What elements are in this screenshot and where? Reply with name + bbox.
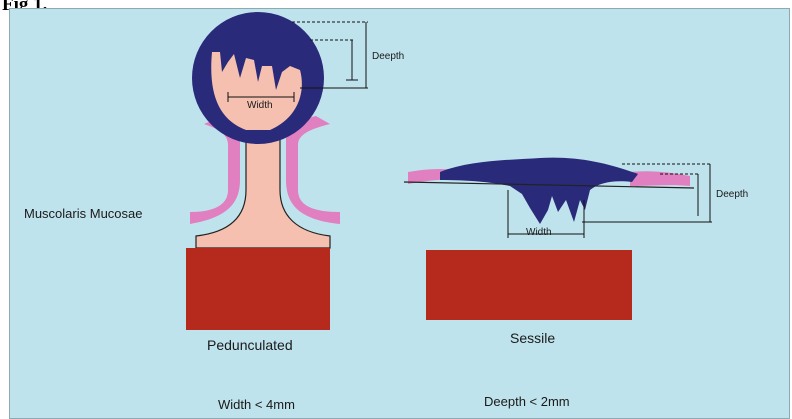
label-muscolaris-mucosae: Muscolaris Mucosae [24,206,143,221]
sessile-tumor [440,158,638,224]
pedunculated-polyp [186,12,368,330]
label-deepth-rule: Deepth < 2mm [484,394,570,409]
label-deepth-top: Deepth [372,51,404,62]
label-sessile: Sessile [510,330,555,346]
label-width-sessile: Width [526,227,552,238]
sessile-base [426,250,632,320]
label-deepth-sessile: Deepth [716,189,748,200]
label-width-top: Width [247,100,273,111]
sessile-mucosa-right [630,171,690,186]
pedunculated-base [186,248,330,330]
sessile-polyp [404,158,712,320]
label-pedunculated: Pedunculated [207,337,293,353]
polyp-stalk [196,130,330,248]
label-width-rule: Width < 4mm [218,397,295,412]
